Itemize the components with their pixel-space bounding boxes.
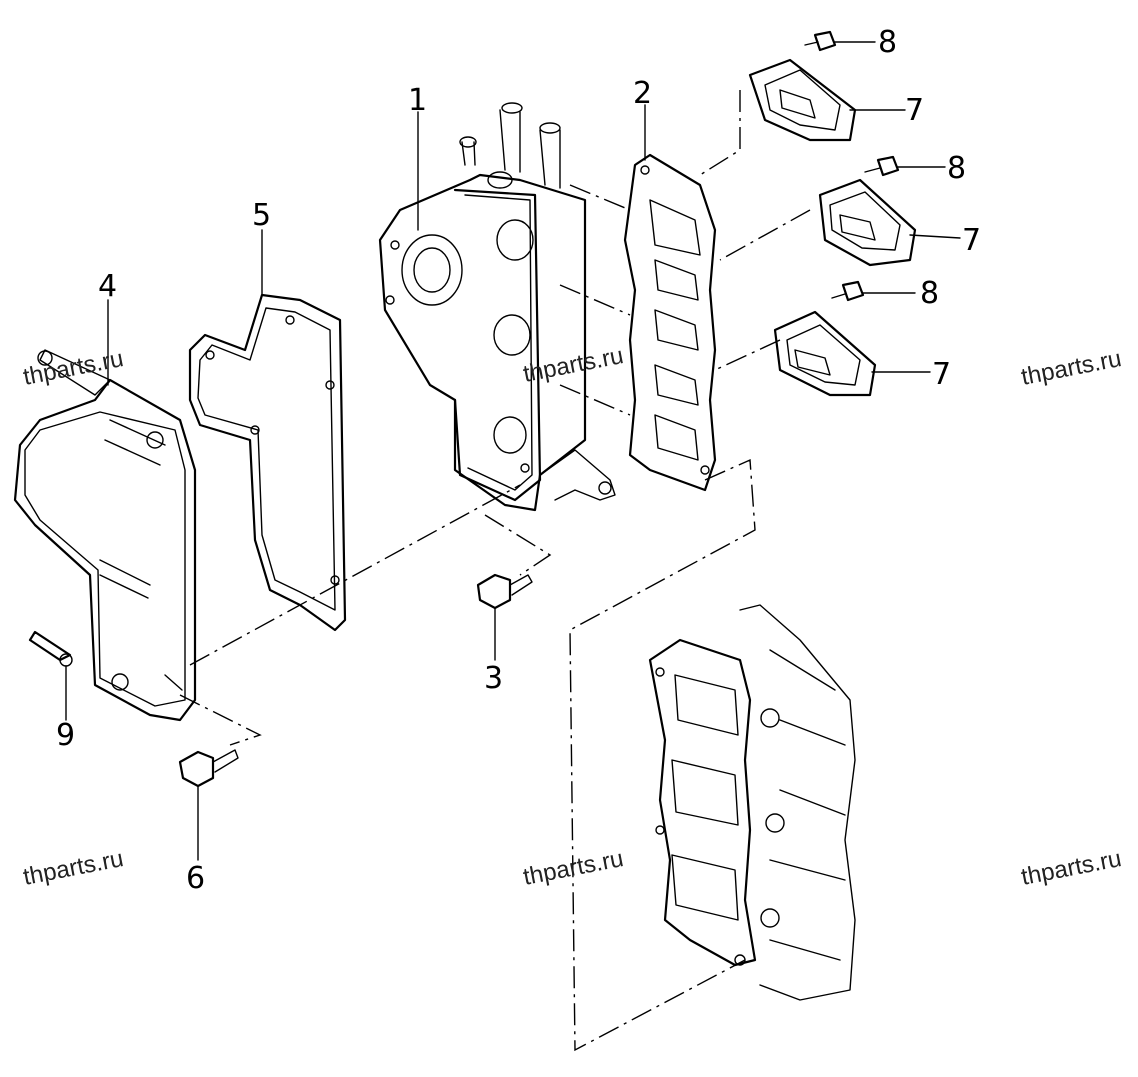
leader-lines — [107, 104, 961, 386]
callout-6: 6 — [186, 861, 205, 896]
watermark-text: thparts.ru — [21, 845, 126, 891]
callout-4: 4 — [98, 269, 117, 304]
reed-valve-part-7-top — [748, 58, 857, 142]
main-block-part-1 — [378, 102, 616, 512]
watermark-text: thparts.ru — [1019, 345, 1124, 391]
reed-valve-part-7-bottom — [773, 310, 877, 397]
screw-part-8-top — [804, 30, 876, 52]
callout-9: 9 — [56, 718, 75, 753]
bolt-part-3 — [476, 573, 533, 661]
callout-8-middle: 8 — [947, 151, 966, 186]
cover-plate-part — [13, 349, 197, 722]
engine-block-reference — [648, 604, 856, 1001]
callout-1: 1 — [408, 83, 427, 118]
callout-7-bottom: 7 — [932, 357, 951, 392]
callout-2: 2 — [633, 76, 652, 111]
reed-gasket-part-2 — [623, 153, 717, 492]
callout-5: 5 — [252, 198, 271, 233]
callout-8-bottom: 8 — [920, 276, 939, 311]
callout-7-middle: 7 — [962, 223, 981, 258]
small-bolt-part-9 — [28, 630, 73, 721]
reed-valve-part-7-middle — [818, 178, 917, 267]
callout-7-top: 7 — [905, 93, 924, 128]
watermarks: thparts.ru thparts.ru thparts.ru thparts… — [21, 342, 1124, 891]
screw-part-8-bottom — [831, 280, 916, 302]
callout-numbers: 1 2 3 4 5 6 7 7 7 8 8 8 9 — [56, 25, 981, 896]
screw-part-8-middle — [864, 155, 946, 177]
watermark-text: thparts.ru — [1019, 845, 1124, 891]
callout-8-top: 8 — [878, 25, 897, 60]
watermark-text: thparts.ru — [21, 345, 126, 391]
gasket-part-5 — [188, 293, 347, 632]
bolt-part-6 — [178, 749, 239, 861]
assembly-lines — [179, 90, 811, 1052]
callout-3: 3 — [484, 661, 503, 696]
